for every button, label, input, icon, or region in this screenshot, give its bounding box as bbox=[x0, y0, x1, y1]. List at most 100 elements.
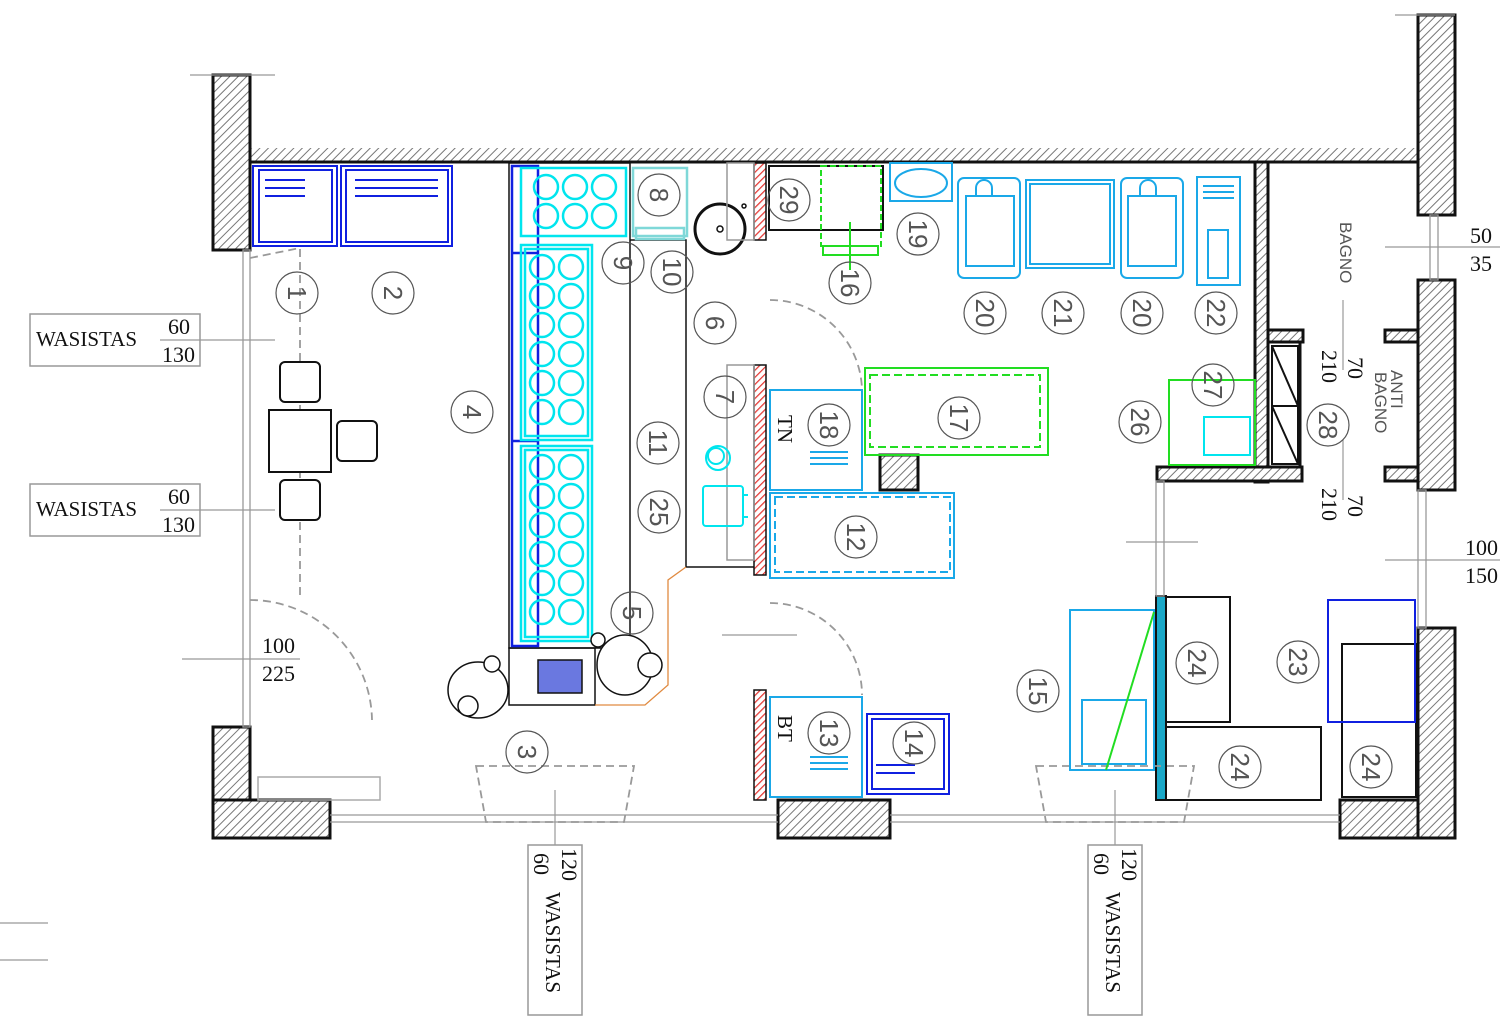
svg-text:TN: TN bbox=[773, 415, 797, 443]
svg-text:100: 100 bbox=[1465, 535, 1498, 560]
glass-rack-slot bbox=[557, 453, 585, 481]
svg-text:120: 120 bbox=[1117, 848, 1142, 881]
item-marker-9: 9 bbox=[601, 241, 645, 285]
svg-text:20: 20 bbox=[1127, 299, 1157, 328]
svg-text:50: 50 bbox=[1470, 223, 1492, 248]
item-marker-29: 29 bbox=[767, 178, 811, 222]
svg-text:5: 5 bbox=[617, 606, 647, 620]
item-marker-6: 6 bbox=[693, 301, 737, 345]
item-marker-19: 19 bbox=[896, 212, 940, 256]
glass-rack-slot bbox=[557, 511, 585, 539]
window-label-left-1: WASISTAS 60 130 bbox=[36, 314, 195, 367]
svg-text:BAGNO: BAGNO bbox=[1336, 222, 1355, 283]
glass-rack-slot bbox=[590, 202, 618, 230]
item-marker-28: 28 bbox=[1306, 403, 1350, 447]
door-main-dimension: 100 225 bbox=[262, 633, 295, 686]
item-marker-4: 4 bbox=[450, 390, 494, 434]
fire-walls bbox=[753, 162, 767, 801]
svg-text:60: 60 bbox=[168, 484, 190, 509]
svg-text:60: 60 bbox=[529, 853, 554, 875]
glass-rack-slot bbox=[528, 311, 556, 339]
svg-text:BT: BT bbox=[773, 715, 797, 742]
svg-text:WASISTAS: WASISTAS bbox=[36, 497, 137, 521]
glass-rack-slot bbox=[557, 340, 585, 368]
svg-text:4: 4 bbox=[457, 405, 487, 419]
glass-rack-slot bbox=[528, 453, 556, 481]
svg-text:7: 7 bbox=[710, 390, 740, 404]
svg-text:17: 17 bbox=[944, 404, 974, 433]
window-label-bottom-1: 120 60 WASISTAS bbox=[529, 848, 582, 993]
svg-text:21: 21 bbox=[1048, 299, 1078, 328]
svg-text:WASISTAS: WASISTAS bbox=[36, 327, 137, 351]
svg-text:22: 22 bbox=[1201, 299, 1231, 328]
svg-text:210: 210 bbox=[1317, 488, 1342, 521]
item-marker-3: 3 bbox=[505, 730, 549, 774]
item-marker-24: 24 bbox=[1175, 641, 1219, 685]
glass-rack-slot bbox=[528, 340, 556, 368]
person-icons bbox=[447, 632, 663, 719]
svg-text:14: 14 bbox=[899, 729, 929, 758]
window-bagno-dimension: 50 35 bbox=[1470, 223, 1492, 276]
item-marker-24: 24 bbox=[1218, 745, 1262, 789]
svg-text:BAGNO: BAGNO bbox=[1371, 372, 1390, 433]
walls bbox=[211, 13, 1457, 840]
glass-rack-slot bbox=[528, 253, 556, 281]
item-marker-17: 17 bbox=[937, 396, 981, 440]
glass-rack-slot bbox=[528, 540, 556, 568]
item-marker-20: 20 bbox=[1120, 291, 1164, 335]
door-antibagno-dimensions: 70 210 70 210 bbox=[1317, 350, 1368, 521]
svg-text:15: 15 bbox=[1023, 677, 1053, 706]
svg-text:150: 150 bbox=[1465, 563, 1498, 588]
svg-text:23: 23 bbox=[1283, 648, 1313, 677]
item-marker-18: 18 bbox=[807, 403, 851, 447]
svg-text:10: 10 bbox=[657, 258, 687, 287]
item-marker-8: 8 bbox=[637, 173, 681, 217]
item-marker-27: 27 bbox=[1191, 363, 1235, 407]
item-marker-16: 16 bbox=[828, 261, 872, 305]
svg-text:225: 225 bbox=[262, 661, 295, 686]
item-marker-22: 22 bbox=[1194, 291, 1238, 335]
svg-text:70: 70 bbox=[1343, 357, 1368, 379]
svg-text:24: 24 bbox=[1182, 649, 1212, 678]
glass-rack-slot bbox=[528, 598, 556, 626]
svg-text:6: 6 bbox=[700, 316, 730, 330]
glass-rack-slot bbox=[561, 202, 589, 230]
radiator bbox=[257, 776, 381, 801]
bar-counter bbox=[508, 162, 754, 706]
svg-text:70: 70 bbox=[1343, 495, 1368, 517]
svg-text:ANTI: ANTI bbox=[1387, 370, 1406, 409]
fridges bbox=[252, 165, 453, 247]
svg-text:100: 100 bbox=[262, 633, 295, 658]
glass-rack-slot bbox=[528, 511, 556, 539]
svg-text:25: 25 bbox=[644, 498, 674, 527]
svg-text:120: 120 bbox=[557, 848, 582, 881]
glass-rack-slot bbox=[528, 569, 556, 597]
glass-rack-slot bbox=[528, 369, 556, 397]
svg-text:16: 16 bbox=[835, 269, 865, 298]
svg-text:19: 19 bbox=[903, 220, 933, 249]
window-label-bottom-2: 120 60 WASISTAS bbox=[1089, 848, 1142, 993]
svg-text:9: 9 bbox=[608, 256, 638, 270]
glass-rack-slot bbox=[557, 598, 585, 626]
svg-text:24: 24 bbox=[1356, 753, 1386, 782]
item-marker-5: 5 bbox=[610, 591, 654, 635]
svg-text:24: 24 bbox=[1225, 753, 1255, 782]
svg-text:27: 27 bbox=[1198, 371, 1228, 400]
svg-text:18: 18 bbox=[814, 411, 844, 440]
glass-rack-slot bbox=[561, 173, 589, 201]
svg-text:28: 28 bbox=[1313, 411, 1343, 440]
window-label-left-2: WASISTAS 60 130 bbox=[36, 484, 195, 537]
item-marker-26: 26 bbox=[1118, 400, 1162, 444]
glass-rack-slot bbox=[557, 569, 585, 597]
item-marker-21: 21 bbox=[1041, 291, 1085, 335]
glass-rack-slot bbox=[532, 173, 560, 201]
svg-text:60: 60 bbox=[168, 314, 190, 339]
glass-rack-slot bbox=[557, 369, 585, 397]
glass-rack-slot bbox=[532, 202, 560, 230]
item-marker-24: 24 bbox=[1349, 745, 1393, 789]
glass-rack-slot bbox=[528, 398, 556, 426]
coffee-machine bbox=[702, 445, 748, 527]
svg-text:12: 12 bbox=[841, 523, 871, 552]
